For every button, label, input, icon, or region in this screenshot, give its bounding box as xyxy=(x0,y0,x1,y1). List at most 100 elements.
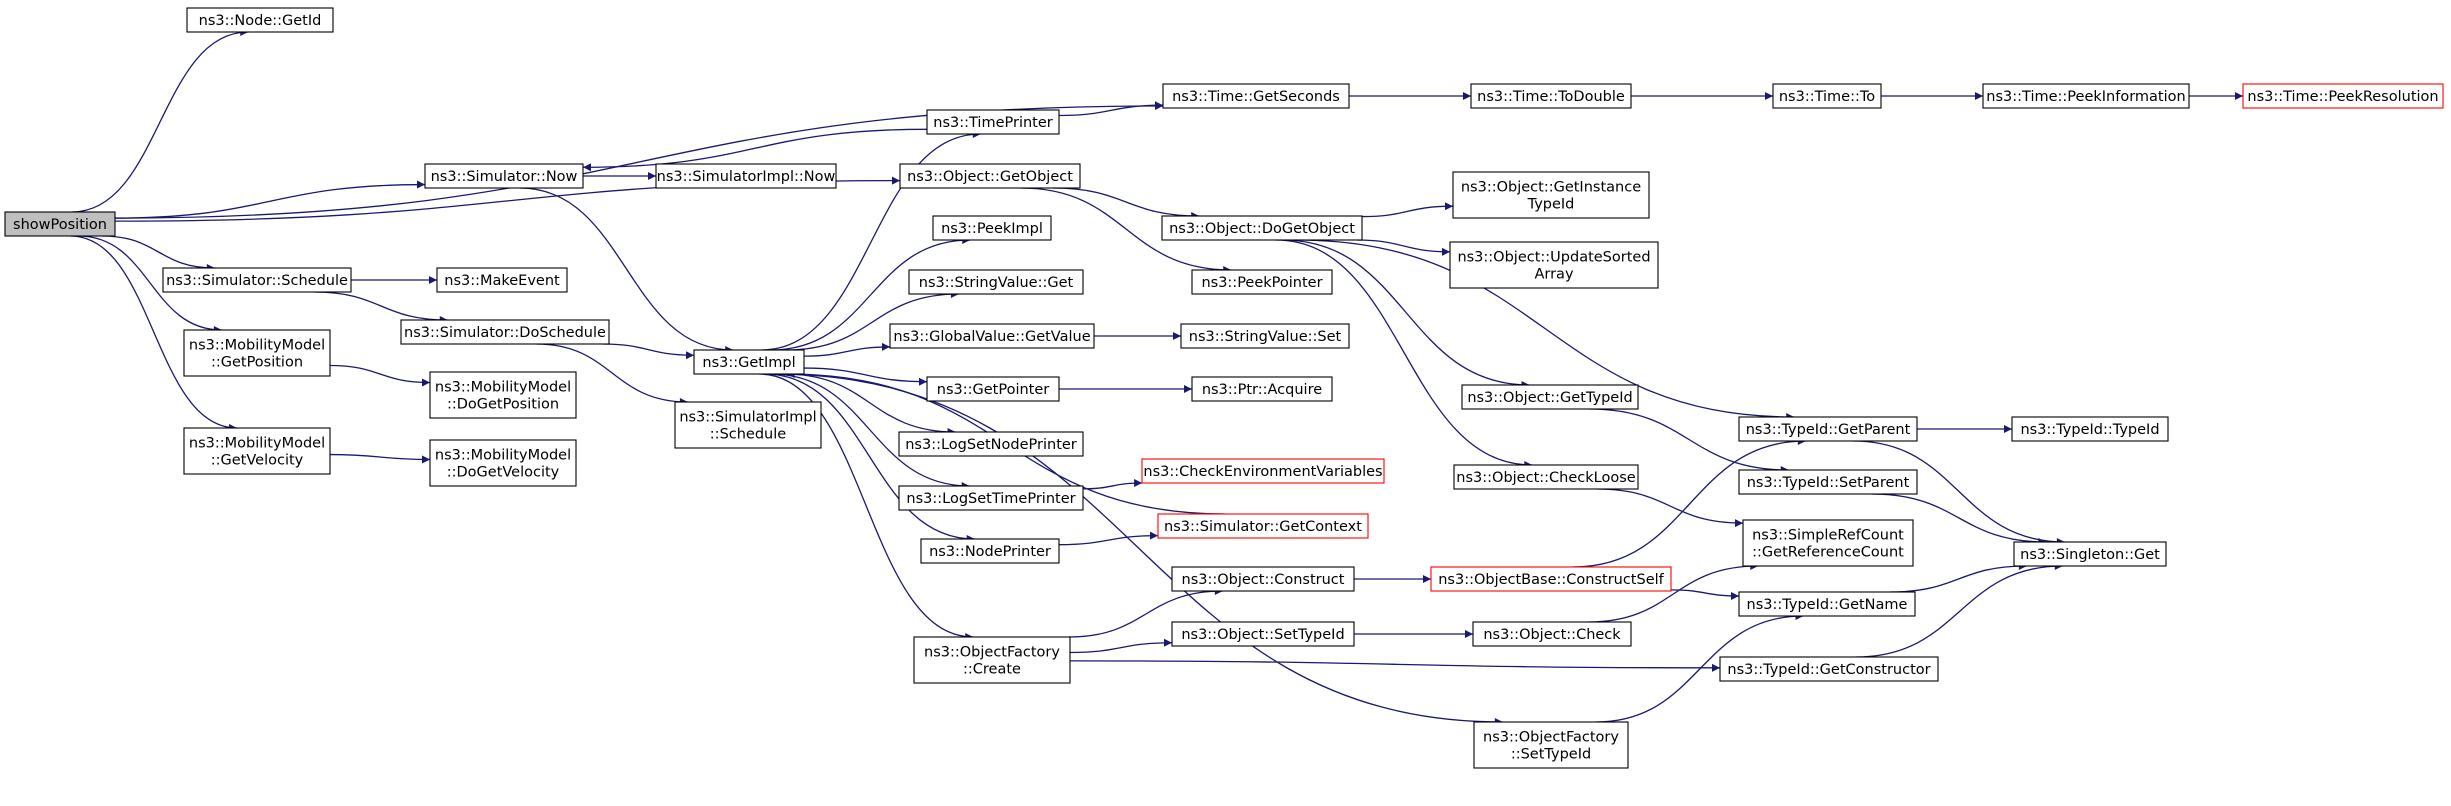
node-objCheck[interactable]: ns3::Object::Check xyxy=(1472,621,1632,647)
node-label: ns3::Ptr::Acquire xyxy=(1202,382,1322,398)
node-strValGet[interactable]: ns3::StringValue::Get xyxy=(908,269,1084,295)
edge-objFactoryCreate-to-objSetTypeId xyxy=(1069,638,1173,654)
node-objFactoryCreate[interactable]: ns3::ObjectFactory::Create xyxy=(913,636,1071,684)
edge-objDoGetObject-to-typeIdGetParent xyxy=(1295,239,1795,421)
node-nodePrinter[interactable]: ns3::NodePrinter xyxy=(920,538,1060,564)
node-simImplNow[interactable]: ns3::SimulatorImpl::Now xyxy=(655,163,837,189)
node-box xyxy=(932,215,1052,241)
node-simDoSchedule[interactable]: ns3::Simulator::DoSchedule xyxy=(400,319,610,345)
node-box xyxy=(400,319,610,345)
node-box xyxy=(1161,215,1363,241)
node-timePrinter[interactable]: ns3::TimePrinter xyxy=(926,109,1060,135)
node-label: ::Schedule xyxy=(710,427,786,443)
node-box xyxy=(693,349,805,375)
edge-typeIdGetConstructor-to-singletonGet xyxy=(1856,562,2063,658)
node-typeIdGetParent[interactable]: ns3::TypeId::GetParent xyxy=(1738,416,1918,442)
node-mobGetVelocity[interactable]: ns3::MobilityModel::GetVelocity xyxy=(183,427,331,475)
node-label: ::GetVelocity xyxy=(211,453,304,469)
node-peekPointer[interactable]: ns3::PeekPointer xyxy=(1191,269,1333,295)
node-label: ns3::Object::GetTypeId xyxy=(1467,390,1632,406)
edge-typeIdGetName-to-singletonGet xyxy=(1890,562,2027,593)
node-mobGetPosition[interactable]: ns3::MobilityModel::GetPosition xyxy=(183,329,331,377)
node-simImplSchedule[interactable]: ns3::SimulatorImpl::Schedule xyxy=(674,401,822,449)
node-box xyxy=(183,427,331,475)
node-label: TypeId xyxy=(1527,197,1575,213)
node-box xyxy=(1982,83,2190,109)
node-simpleRefCount[interactable]: ns3::SimpleRefCount::GetReferenceCount xyxy=(1742,519,1914,567)
node-mobDoGetPosition[interactable]: ns3::MobilityModel::DoGetPosition xyxy=(429,371,577,419)
node-timePeekRes[interactable]: ns3::Time::PeekResolution xyxy=(2242,83,2444,109)
node-box xyxy=(183,329,331,377)
node-objConstruct[interactable]: ns3::Object::Construct xyxy=(1171,566,1355,592)
node-label: ns3::LogSetTimePrinter xyxy=(906,491,1075,507)
node-timeGetSeconds[interactable]: ns3::Time::GetSeconds xyxy=(1162,83,1350,109)
node-box xyxy=(898,431,1084,457)
edge-simDoSchedule-to-simImplSchedule xyxy=(536,343,688,406)
edge-getImpl-to-strValGet xyxy=(786,290,959,351)
node-timePeekInfo[interactable]: ns3::Time::PeekInformation xyxy=(1982,83,2190,109)
node-checkEnvVars[interactable]: ns3::CheckEnvironmentVariables xyxy=(1141,458,1385,484)
node-strValSet[interactable]: ns3::StringValue::Set xyxy=(1180,323,1350,349)
node-getImpl[interactable]: ns3::GetImpl xyxy=(693,349,805,375)
node-label: ns3::ObjectFactory xyxy=(1483,730,1619,746)
node-box xyxy=(1171,621,1355,647)
node-label: ns3::GetPointer xyxy=(937,382,1050,398)
node-getPointer[interactable]: ns3::GetPointer xyxy=(926,376,1060,402)
node-objGetObject[interactable]: ns3::Object::GetObject xyxy=(899,163,1081,189)
node-logSetTimePrinter[interactable]: ns3::LogSetTimePrinter xyxy=(898,485,1084,511)
node-makeEvent[interactable]: ns3::MakeEvent xyxy=(436,267,568,293)
node-showPosition[interactable]: showPosition xyxy=(4,211,116,237)
node-objFactorySetTypeId[interactable]: ns3::ObjectFactory::SetTypeId xyxy=(1473,721,1629,769)
node-typeIdGetConstructor[interactable]: ns3::TypeId::GetConstructor xyxy=(1719,656,1939,682)
node-ptrAcquire[interactable]: ns3::Ptr::Acquire xyxy=(1191,376,1333,402)
node-label: ns3::Simulator::Now xyxy=(431,169,578,185)
node-box xyxy=(655,163,837,189)
node-label: ns3::Object::GetObject xyxy=(907,169,1073,185)
node-globalGetValue[interactable]: ns3::GlobalValue::GetValue xyxy=(889,323,1095,349)
node-timeTo[interactable]: ns3::Time::To xyxy=(1772,83,1882,109)
node-singletonGet[interactable]: ns3::Singleton::Get xyxy=(2013,541,2167,567)
node-label: ns3::Object::Check xyxy=(1483,627,1621,643)
node-timeToDouble[interactable]: ns3::Time::ToDouble xyxy=(1470,83,1632,109)
node-label: ns3::Singleton::Get xyxy=(2020,547,2160,563)
node-label: ns3::TimePrinter xyxy=(933,115,1053,131)
node-label: ns3::TypeId::GetName xyxy=(1747,597,1908,613)
node-box xyxy=(2013,541,2167,567)
node-label: showPosition xyxy=(13,217,107,233)
node-label: ns3::ObjectBase::ConstructSelf xyxy=(1438,572,1664,588)
node-label: ns3::Simulator::GetContext xyxy=(1164,519,1362,535)
node-mobDoGetVelocity[interactable]: ns3::MobilityModel::DoGetVelocity xyxy=(429,439,577,487)
node-typeIdGetName[interactable]: ns3::TypeId::GetName xyxy=(1738,591,1916,617)
node-label: ::DoGetVelocity xyxy=(447,465,560,481)
edge-getImpl-to-logSetNodePrinter xyxy=(784,373,956,436)
node-typeIdTypeId[interactable]: ns3::TypeId::TypeId xyxy=(2011,416,2169,442)
node-objGetTypeId[interactable]: ns3::Object::GetTypeId xyxy=(1461,384,1639,410)
node-simNow[interactable]: ns3::Simulator::Now xyxy=(424,163,584,189)
node-objDoGetObject[interactable]: ns3::Object::DoGetObject xyxy=(1161,215,1363,241)
edge-showPosition-to-simNow xyxy=(114,180,426,219)
node-label: ns3::MakeEvent xyxy=(444,273,560,289)
node-logSetNodePrinter[interactable]: ns3::LogSetNodePrinter xyxy=(898,431,1084,457)
node-simSchedule[interactable]: ns3::Simulator::Schedule xyxy=(162,267,352,293)
node-box xyxy=(674,401,822,449)
node-typeIdSetParent[interactable]: ns3::TypeId::SetParent xyxy=(1738,469,1918,495)
node-box xyxy=(2242,83,2444,109)
edge-showPosition-to-simSchedule xyxy=(102,235,215,272)
node-objSetTypeId[interactable]: ns3::Object::SetTypeId xyxy=(1171,621,1355,647)
node-peekImpl[interactable]: ns3::PeekImpl xyxy=(932,215,1052,241)
edge-simDoSchedule-to-getImpl xyxy=(602,343,695,360)
node-label: ::DoGetPosition xyxy=(447,397,559,413)
node-box xyxy=(1470,83,1632,109)
node-objBaseConstructSelf[interactable]: ns3::ObjectBase::ConstructSelf xyxy=(1430,566,1672,592)
node-label: ns3::PeekPointer xyxy=(1201,275,1322,291)
node-label: ::SetTypeId xyxy=(1511,747,1591,763)
node-nodeGetId[interactable]: ns3::Node::GetId xyxy=(186,7,334,33)
node-objCheckLoose[interactable]: ns3::Object::CheckLoose xyxy=(1453,464,1639,490)
edge-showPosition-to-mobGetVelocity xyxy=(70,235,238,432)
node-label: ns3::Time::PeekResolution xyxy=(2247,89,2438,105)
edge-getImpl-to-nodePrinter xyxy=(764,373,975,543)
node-simGetContext[interactable]: ns3::Simulator::GetContext xyxy=(1157,513,1369,539)
node-box xyxy=(889,323,1095,349)
